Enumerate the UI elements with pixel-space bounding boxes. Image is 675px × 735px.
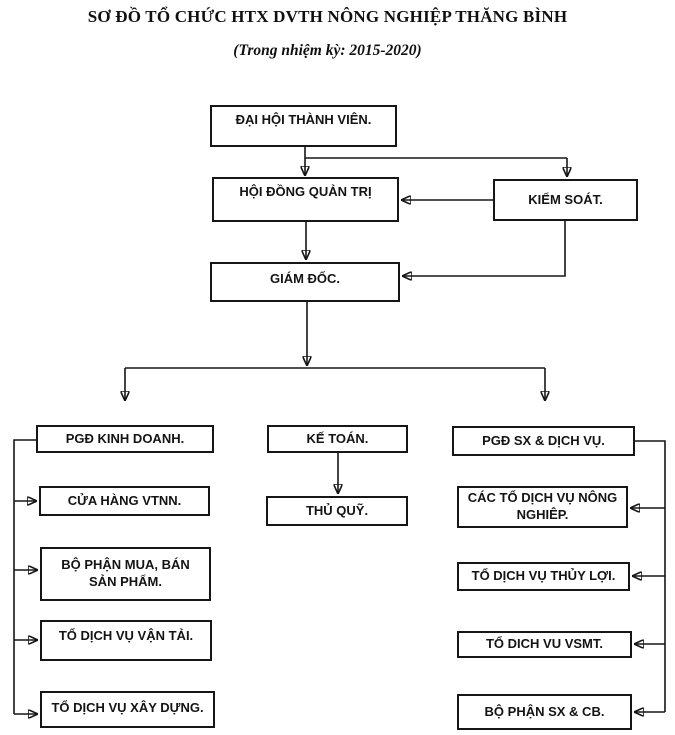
node-ke-toan: KẾ TOÁN. <box>267 425 408 453</box>
node-thu-quy: THỦ QUỸ. <box>266 496 408 526</box>
node-bo-phan-mua-ban-san-pham: BỘ PHẬN MUA, BÁN SẢN PHẨM. <box>40 547 211 601</box>
node-pgd-kinh-doanh: PGĐ KINH DOANH. <box>36 425 214 453</box>
node-to-dich-vu-vsmt: TỔ DICH VU VSMT. <box>457 631 632 658</box>
node-bo-phan-sx-cb: BỘ PHẬN SX & CB. <box>457 694 632 730</box>
page-header: SƠ ĐỒ TỔ CHỨC HTX DVTH NÔNG NGHIỆP THĂNG… <box>0 0 655 60</box>
node-cac-to-dich-vu-nong-nghiep: CÁC TỔ DỊCH VỤ NÔNG NGHIÊP. <box>457 486 628 528</box>
page-subtitle: (Trong nhiệm kỳ: 2015-2020) <box>233 42 422 59</box>
rail-left <box>13 439 36 714</box>
node-cua-hang-vtnn: CỬA HÀNG VTNN. <box>39 486 210 516</box>
edge-kiemsoat-giamdoc <box>403 221 566 276</box>
node-to-dich-vu-xay-dung: TỔ DỊCH VỤ XÂY DỰNG. <box>40 691 215 728</box>
node-to-dich-vu-thuy-loi: TỔ DỊCH VỤ THỦY LỢI. <box>457 562 630 591</box>
node-dai-hoi-thanh-vien: ĐẠI HỘI THÀNH VIÊN. <box>210 105 397 147</box>
node-giam-doc: GIÁM ĐỐC. <box>210 262 400 302</box>
node-pgd-sx-dich-vu: PGĐ SX & DỊCH VỤ. <box>452 426 635 456</box>
node-to-dich-vu-van-tai: TỔ DỊCH VỤ VẬN TẢI. <box>40 620 212 661</box>
rail-right <box>635 440 666 712</box>
node-kiem-soat: KIỂM SOÁT. <box>493 179 638 221</box>
page-title: SƠ ĐỒ TỔ CHỨC HTX DVTH NÔNG NGHIỆP THĂNG… <box>87 7 568 26</box>
node-hoi-dong-quan-tri: HỘI ĐỒNG QUẢN TRỊ <box>212 177 399 222</box>
